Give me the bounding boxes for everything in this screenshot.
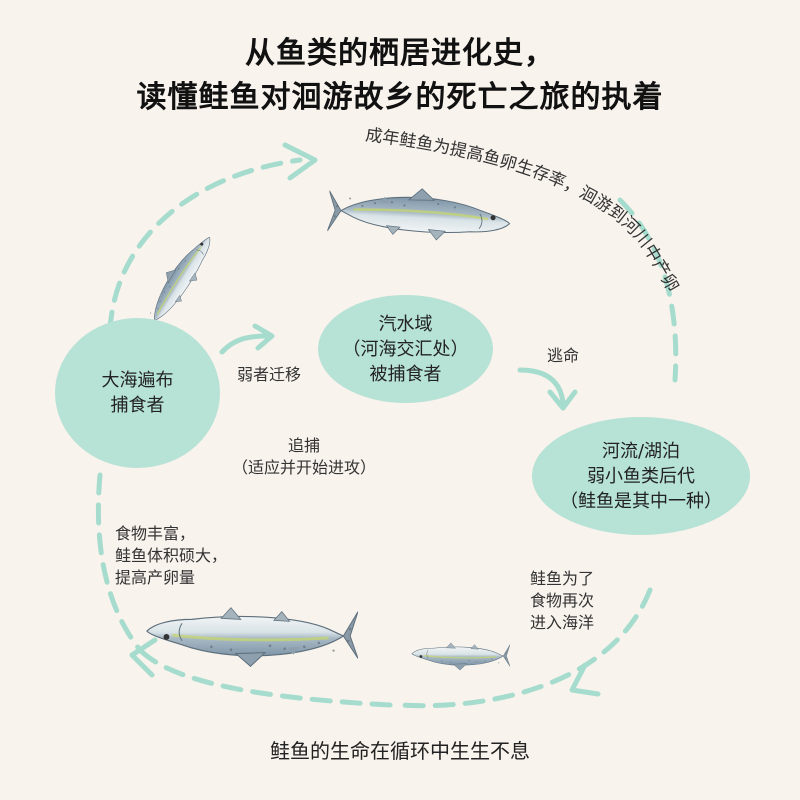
- arrow-icon: [219, 323, 578, 411]
- node-estuary: 汽水域 （河海交汇处） 被捕食者: [318, 295, 493, 403]
- label-food-rich-line2: 鲑鱼体积硕大，: [115, 546, 228, 565]
- node-river-line2: 弱小鱼类后代: [587, 465, 695, 487]
- node-ocean-line1: 大海遍布: [101, 370, 174, 391]
- label-chase: 追捕 （适应并开始进攻）: [232, 435, 376, 479]
- node-river: 河流/湖泊 弱小鱼类后代 （鲑鱼是其中一种）: [532, 417, 750, 535]
- node-river-line1: 河流/湖泊: [601, 440, 681, 462]
- footer-caption: 鲑鱼的生命在循环中生生不息: [270, 739, 530, 763]
- page-title-line1: 从鱼类的栖居进化史，: [245, 36, 555, 71]
- label-weak-migrate: 弱者迁移: [237, 365, 302, 384]
- label-food-rich-line1: 食物丰富，: [115, 524, 196, 543]
- cycle-arrow-path: [95, 157, 679, 709]
- label-return-sea-line2: 食物再次: [530, 591, 595, 610]
- label-return-sea: 鲑鱼为了 食物再次 进入海洋: [530, 568, 594, 634]
- label-escape: 逃命: [547, 346, 580, 365]
- label-food-rich-line3: 提高产卵量: [115, 568, 196, 587]
- node-ocean-line2: 捕食者: [110, 395, 165, 416]
- node-estuary-line3: 被捕食者: [369, 363, 442, 385]
- salmon-fish-icon: [326, 182, 513, 246]
- salmon-fish-icon: [411, 642, 510, 671]
- node-river-line3: （鲑鱼是其中一种）: [560, 490, 722, 512]
- label-return-sea-line1: 鲑鱼为了: [530, 569, 595, 588]
- node-ocean: 大海遍布 捕食者: [55, 318, 220, 468]
- salmon-fish-icon: [145, 606, 358, 668]
- label-return-sea-line3: 进入海洋: [530, 613, 595, 632]
- label-food-rich: 食物丰富， 鲑鱼体积硕大， 提高产卵量: [115, 523, 227, 589]
- arrow-icon: [129, 142, 601, 697]
- page-title-line2: 读懂鲑鱼对洄游故乡的死亡之旅的执着: [136, 80, 664, 115]
- label-chase-line1: 追捕: [288, 436, 321, 455]
- label-chase-line2: （适应并开始进攻）: [232, 458, 377, 477]
- node-estuary-line1: 汽水域: [378, 313, 433, 335]
- node-estuary-line2: （河海交汇处）: [342, 338, 469, 360]
